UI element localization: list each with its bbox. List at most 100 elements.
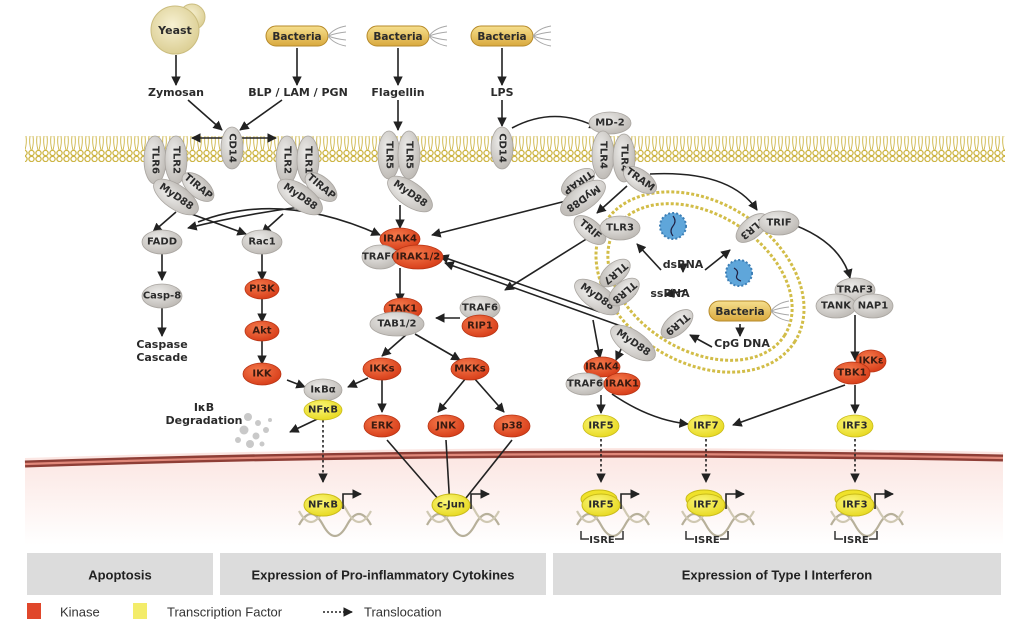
receptor-md2: MD-2 [588, 111, 632, 135]
ikb-degradation-label: Degradation [165, 414, 242, 427]
kinase-irak1-2-label: IRAK1/2 [396, 252, 441, 263]
isre-bracket [685, 531, 729, 540]
transcription-start-arrow [874, 489, 894, 509]
adaptor-myd88-shape [574, 278, 620, 316]
kinase-tak1-label: TAK1 [389, 304, 418, 315]
adaptor-traf3-label: TRAF3 [837, 285, 873, 296]
adaptor-tab1-2: TAB1/2 [369, 311, 425, 337]
degradation-fragments-icon [235, 413, 272, 448]
bacteria-label: Bacteria [715, 306, 764, 318]
receptor-tlr3-label: TLR3 [606, 223, 634, 234]
kinase-irak4-label: IRAK4 [383, 234, 417, 245]
legend-kinase-swatch [27, 603, 41, 619]
kinase-irak1: IRAK1 [603, 372, 641, 396]
ligand-cpg-dna: CpG DNA [714, 337, 770, 350]
kinase-tbk1: TBK1 [833, 361, 871, 385]
adaptor-trif-shape [573, 215, 607, 245]
adaptor-traf6: TRAF6 [565, 372, 605, 396]
adaptor-rac1-label: Rac1 [248, 237, 275, 248]
kinase-irak4-label: IRAK4 [585, 362, 619, 373]
ligand-flagellin: Flagellin [371, 86, 424, 99]
pathway-arrows [152, 48, 860, 509]
nucleus-nfkb-tf [303, 493, 343, 517]
legend-tf-swatch [133, 603, 147, 619]
legend-kinase-label: Kinase [60, 605, 100, 620]
bacteria-cell: Bacteria [366, 25, 448, 47]
receptor-tlr9-shape [660, 309, 694, 339]
kinase-erk-shape [363, 414, 401, 438]
adaptor-traf6: TRAF6 [459, 295, 501, 321]
kinase-ikks-label: IKKs [369, 364, 394, 375]
transcription-start-arrow [342, 489, 362, 509]
flagella-icon [327, 25, 347, 47]
tf-irf3-shape [836, 414, 874, 438]
kinase-rip1-label: RIP1 [467, 321, 493, 332]
flagella-icon [770, 300, 790, 322]
bacteria-cell: Bacteria [265, 25, 347, 47]
kinase-jnk-label: JNK [435, 421, 457, 432]
kinase-ikk: IKK [242, 362, 282, 386]
kinase-ikk-epsilon-label: IKKε [859, 356, 884, 367]
category-pro-inflammatory-cytokines: Expression of Pro-inflammatory Cytokines [252, 568, 515, 583]
receptor-tlr5-label: TLR5 [384, 141, 395, 169]
transcription-start-arrow [470, 489, 490, 509]
adaptor-casp8-label: Casp-8 [143, 291, 181, 302]
yeast-label: Yeast [157, 24, 192, 37]
adaptor-myd88-shape [153, 178, 199, 216]
adaptor-fadd-label: FADD [147, 237, 177, 248]
ligand-lps: LPS [491, 86, 514, 99]
nucleus-cjun-tf [431, 493, 471, 517]
transcription-start-arrow [620, 489, 640, 509]
kinase-akt: Akt [244, 320, 280, 342]
kinase-erk-label: ERK [371, 421, 395, 432]
receptor-tlr2-label: TLR2 [171, 146, 182, 174]
receptor-tlr6: TLR6 [143, 135, 167, 185]
receptor-cd14: CD14 [490, 126, 514, 170]
nucleus-irf5-tf [581, 493, 621, 517]
plasma-membrane [25, 136, 1005, 162]
kinase-p38-shape [493, 414, 531, 438]
flagella-icon [532, 25, 552, 47]
adaptor-trif-shape [758, 210, 800, 236]
adaptor-trif: TRIF [573, 215, 607, 245]
receptor-tlr3: TLR3 [599, 215, 641, 241]
receptor-tlr2: TLR2 [275, 135, 299, 185]
tf-irf7-shape [687, 414, 725, 438]
caspase-cascade-label: Cascade [136, 351, 187, 364]
bacteria-label: Bacteria [272, 31, 321, 43]
nucleus-irf7-label: IRF7 [693, 500, 718, 511]
kinase-irak1-label: IRAK1 [605, 379, 639, 390]
adaptor-casp8: Casp-8 [141, 283, 183, 309]
nucleus-irf3-tf [835, 493, 875, 517]
nucleus-nfkb-promoter: NFκB [298, 489, 372, 538]
tf-irf5-label: IRF5 [588, 421, 613, 432]
tf-nfkb: NFκB [303, 399, 343, 421]
nucleus-nfkb-label: NFκB [308, 500, 338, 511]
nucleus-irf5-label: IRF5 [588, 500, 613, 511]
adaptor-ikba: IκBα [303, 378, 343, 402]
ikb-degradation-label: IκB [194, 401, 214, 414]
kinase-ikks-shape [362, 357, 402, 381]
kinase-jnk: JNK [427, 414, 465, 438]
virus-icon [659, 212, 687, 240]
receptor-md2-label: MD-2 [595, 118, 625, 129]
adaptor-tram-shape [623, 165, 657, 195]
adaptor-tirap: TIRAP [181, 172, 215, 202]
receptor-tlr6-label: TLR6 [150, 146, 161, 174]
kinase-pi3k-label: PI3K [249, 284, 276, 295]
adaptor-myd88-shape [560, 179, 606, 217]
receptor-tlr8-shape [608, 277, 640, 307]
tf-irf5: IRF5 [582, 414, 620, 438]
kinase-irak1-2: IRAK1/2 [392, 244, 444, 270]
isre-label: ISRE [589, 535, 615, 546]
kinase-tbk1-label: TBK1 [837, 368, 866, 379]
receptor-tlr4-label: TLR4 [598, 141, 609, 169]
isre-bracket [580, 531, 624, 540]
receptor-tlr5-shape [397, 130, 421, 180]
kinase-rip1-shape [461, 314, 499, 338]
receptor-tlr5: TLR5 [377, 130, 401, 180]
adaptor-fadd-shape [141, 229, 183, 255]
